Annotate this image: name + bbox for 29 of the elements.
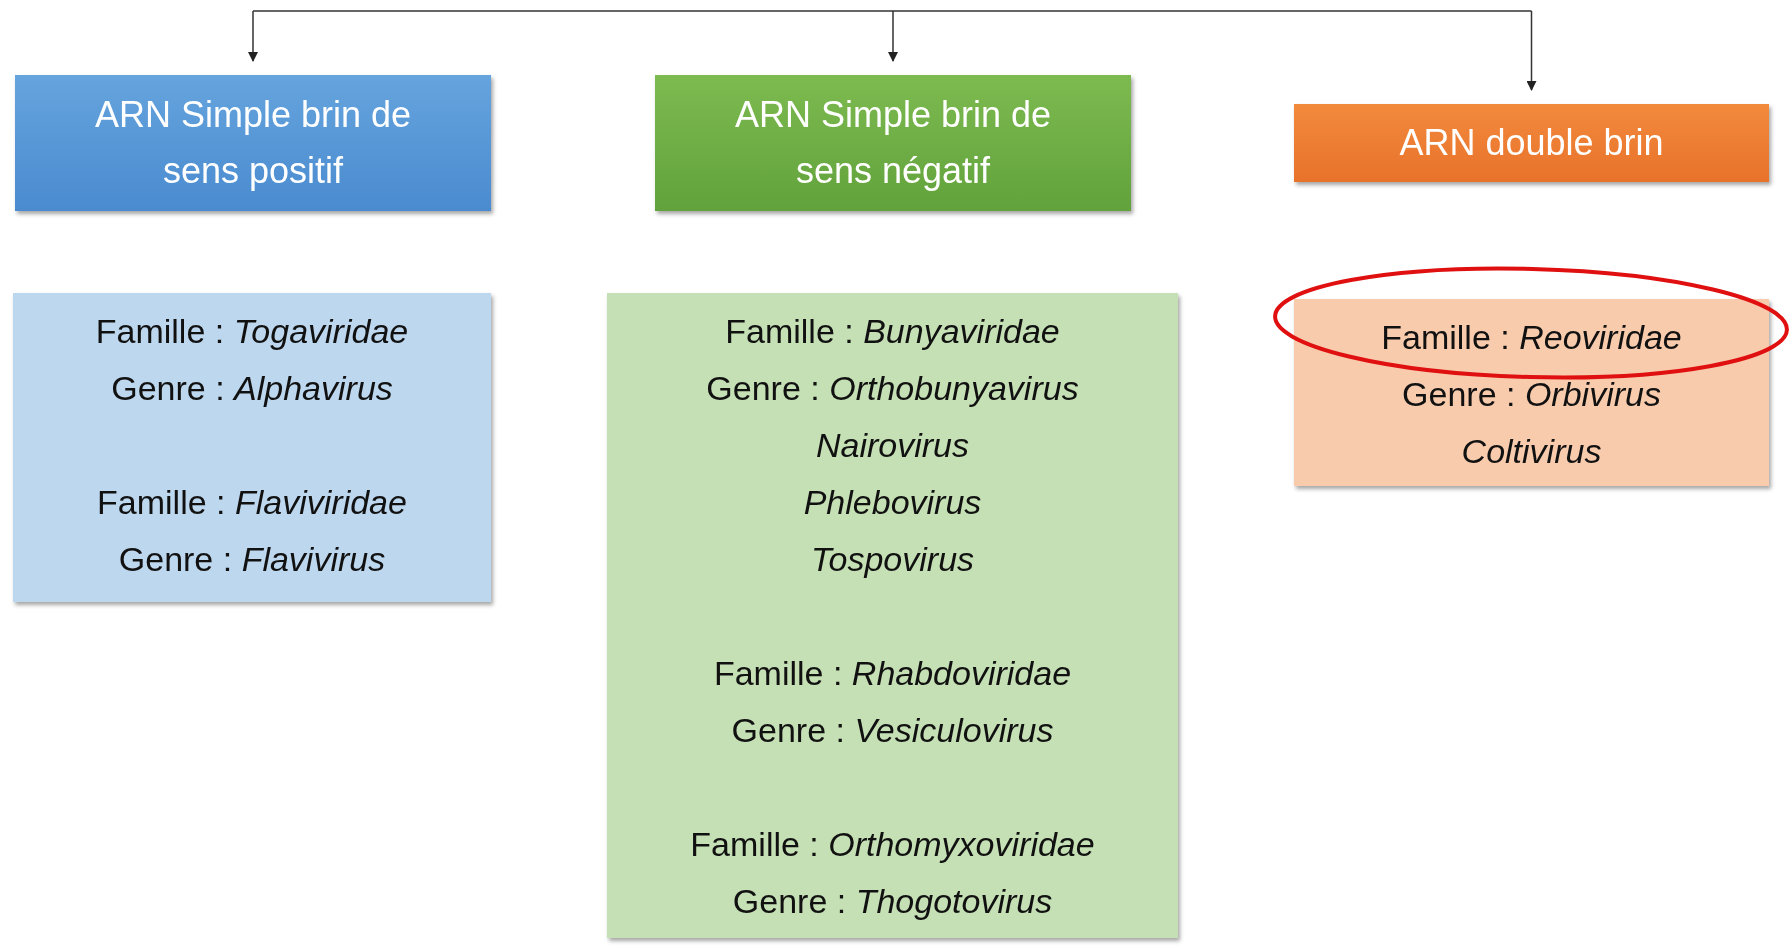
taxonomy-box	[1294, 299, 1769, 486]
taxonomy-line: Genre : Orthobunyavirus	[706, 368, 1079, 409]
taxonomy-line: Famille : Flaviviridae	[97, 482, 407, 523]
connector-line	[252, 10, 1533, 12]
taxonomy-line: Tospovirus	[810, 539, 975, 580]
category-box	[1294, 104, 1769, 182]
taxonomy-line: Nairovirus	[815, 425, 969, 466]
taxonomy-line: Genre : Flavivirus	[118, 539, 386, 580]
taxonomy-line: Genre : Vesiculovirus	[731, 710, 1054, 751]
category-title: ARN double brin	[1398, 121, 1665, 165]
taxonomy-line: Famille : Bunyaviridae	[725, 311, 1060, 352]
taxonomy-line: Famille : Reoviridae	[1381, 317, 1682, 358]
category-title: ARN Simple brin de sens négatif	[733, 93, 1053, 193]
category-title: ARN Simple brin de sens positif	[93, 93, 413, 193]
taxonomy-line: Famille : Orthomyxoviridae	[690, 824, 1095, 865]
taxonomy-line: Phlebovirus	[803, 482, 982, 523]
taxonomy-box	[13, 293, 491, 602]
arrow	[888, 10, 898, 62]
arrow	[248, 10, 258, 62]
arrow	[1526, 10, 1537, 91]
taxonomy-line: Famille : Togaviridae	[95, 311, 409, 352]
taxonomy-line: Coltivirus	[1461, 431, 1602, 472]
taxonomy-line: Famille : Rhabdoviridae	[713, 653, 1072, 694]
taxonomy-line: Genre : Thogotovirus	[732, 881, 1053, 922]
category-box	[655, 75, 1131, 211]
category-box	[15, 75, 491, 211]
taxonomy-line: Genre : Alphavirus	[111, 368, 393, 409]
taxonomy-line: Genre : Orbivirus	[1402, 374, 1661, 415]
taxonomy-box	[607, 293, 1178, 938]
